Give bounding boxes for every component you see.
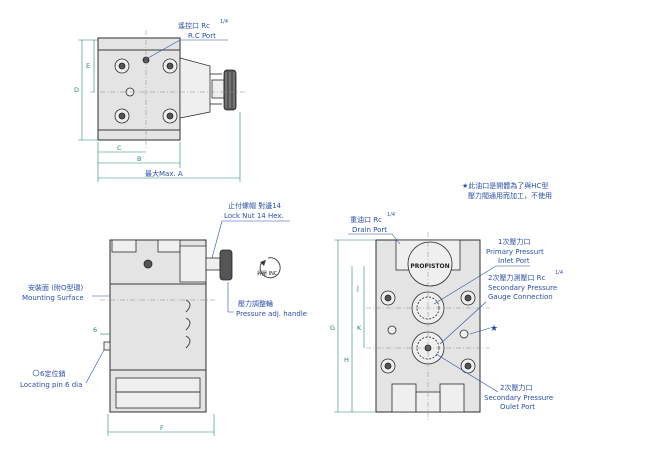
brand-text: PROPISTON <box>410 263 449 270</box>
pressure-en: Pressure adj. handle <box>236 310 307 318</box>
drain-zh: 重油口 Rc <box>350 215 382 224</box>
primary-en2: Inlet Port <box>498 257 530 265</box>
mounting-en: Mounting Surface <box>22 294 84 302</box>
lock-nut-top <box>211 79 225 99</box>
dim-C: C <box>117 144 122 152</box>
gauge-en2: Gauge Connection <box>488 293 553 301</box>
gauge-en1: Secondary Pressure <box>488 284 557 292</box>
secondary-en2: Oulet Port <box>500 403 535 411</box>
note-line-1: ★此油口是開體為了與HC型 <box>462 181 548 190</box>
mounting-zh: 安裝面 (附O型環) <box>28 283 83 292</box>
rc-port-en: R.C Port <box>188 32 216 40</box>
top-view: D E C B 最大Max. A 遙控口 Rc 1/4 R.C Port <box>74 19 245 182</box>
rc-port-frac: 1/4 <box>220 19 228 25</box>
dim-J: J <box>356 284 359 292</box>
dim-K: K <box>357 324 362 332</box>
drain-frac: 1/4 <box>387 212 395 218</box>
lock-nut-en: Lock Nut 14 Hex. <box>224 212 284 220</box>
lock-nut-zh: 止付螺帽 對邊14 <box>228 201 282 210</box>
pressure-zh: 壓力調整輪 <box>238 299 273 308</box>
handle-front <box>219 249 233 281</box>
dim-D: D <box>74 86 79 94</box>
drain-en: Drain Port <box>352 226 387 234</box>
star-mark: ★ <box>490 324 498 334</box>
top-view-bolts <box>114 58 178 124</box>
rotation-arrow <box>259 257 281 279</box>
dim-F: F <box>160 424 164 432</box>
dim-G: G <box>330 324 335 332</box>
dim-6: 6 <box>93 326 97 334</box>
brand-cap <box>407 241 453 287</box>
side-view-bolts <box>380 290 476 374</box>
dim-B: B <box>137 155 141 163</box>
locating-zh: 6定位銷 <box>40 369 65 378</box>
gauge-frac: 1/4 <box>555 270 563 276</box>
side-view: PROPISTON G H J K 重油口 R <box>330 181 563 420</box>
dim-H: H <box>344 356 349 364</box>
top-view-body <box>97 37 181 141</box>
primary-zh: 1次壓力口 <box>498 237 530 246</box>
secondary-zh: 2次壓力口 <box>500 383 532 392</box>
front-view: F 6 止付螺帽 對邊14 Lock Nut 14 Hex. 昇壓 INC. 壓… <box>20 201 307 436</box>
gauge-zh: 2次壓力測壓口 Rc <box>488 273 546 282</box>
max-a-label: 最大Max. A <box>145 169 183 178</box>
note-line-2: 壓力閥通用而加工，不使用 <box>468 191 552 200</box>
lock-nut-front <box>205 257 221 271</box>
dim-E: E <box>86 62 90 70</box>
top-view-extension <box>179 57 211 119</box>
rotation-label: 昇壓 INC. <box>257 271 279 277</box>
secondary-en1: Secondary Pressure <box>484 394 553 402</box>
rc-port-zh: 遙控口 Rc <box>178 21 210 30</box>
locating-en: Locating pin 6 dia <box>20 381 82 389</box>
primary-en1: Primary Pressurt <box>486 248 544 256</box>
